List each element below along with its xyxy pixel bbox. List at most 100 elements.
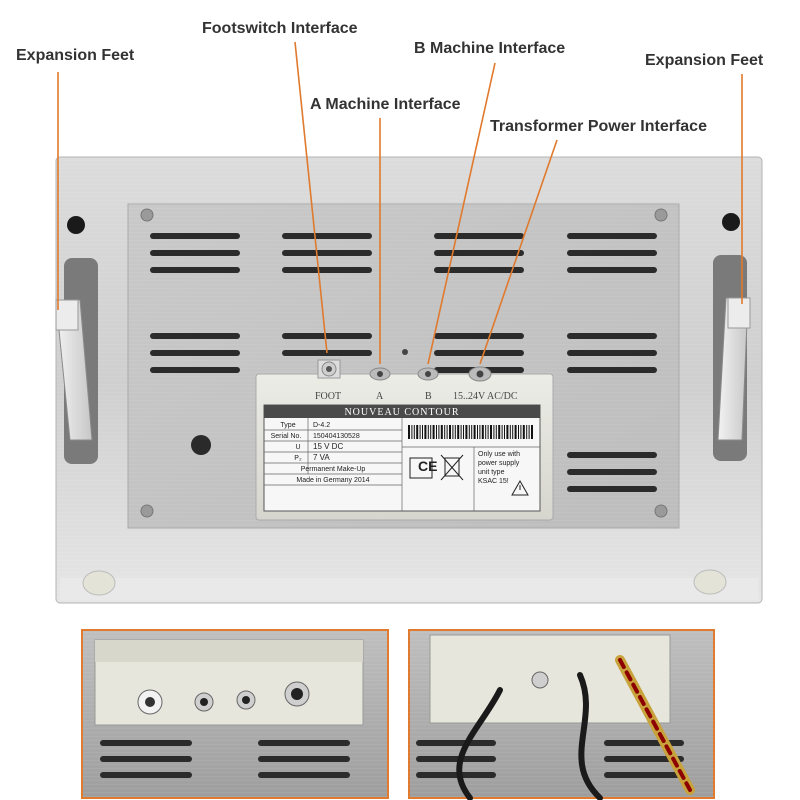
inset-vent-slot xyxy=(100,740,192,746)
nameplate-p-val: 7 VA xyxy=(313,453,330,462)
barcode-bar xyxy=(440,425,443,439)
barcode-bar xyxy=(504,425,505,439)
screw-bottom-right xyxy=(654,504,668,518)
inset-vent-slot xyxy=(416,756,496,762)
callout-transformer-power-interface: Transformer Power Interface xyxy=(490,118,707,135)
expansion-foot-right xyxy=(713,255,751,461)
inset-vent-slot xyxy=(100,756,192,762)
vent-slot xyxy=(434,267,524,273)
nameplate-serial-key: Serial No. xyxy=(271,433,302,440)
knob-right xyxy=(722,213,740,231)
barcode-bar xyxy=(465,425,468,439)
vent-slot xyxy=(282,333,372,339)
screw-bottom-left xyxy=(140,504,154,518)
barcode-bar xyxy=(501,425,503,439)
vent-slot xyxy=(567,469,657,475)
inset-vent-slot xyxy=(416,772,496,778)
leader-b-machine xyxy=(427,62,496,365)
barcode-bar xyxy=(487,425,489,439)
inset-right-jack-center xyxy=(531,671,549,689)
screws xyxy=(140,208,668,518)
barcode-bar xyxy=(509,425,511,439)
b-machine-jack xyxy=(417,367,439,381)
barcode-bar xyxy=(438,425,440,439)
barcode-bar xyxy=(411,425,413,439)
inset-right-cables xyxy=(456,655,695,800)
nameplate-product: Permanent Make-Up xyxy=(301,466,366,473)
barcode-bar xyxy=(514,425,517,439)
callout-a-machine-interface: A Machine Interface xyxy=(310,96,461,113)
inset-right-vents xyxy=(416,740,684,778)
nameplate-brand: NOUVEAU CONTOUR xyxy=(344,407,459,418)
nameplate-notice-3: unit type xyxy=(478,469,505,476)
nameplate-serial-val: 150404130528 xyxy=(313,433,360,440)
inset-photo-left xyxy=(81,629,389,799)
barcode-bar xyxy=(473,425,476,439)
vent-slot xyxy=(150,367,240,373)
nameplate-p-key: P₂ xyxy=(294,455,302,462)
nameplate-ce: CE xyxy=(418,458,437,474)
inset-vent-slot xyxy=(604,756,684,762)
barcode-bar xyxy=(498,425,501,439)
barcode-bar xyxy=(463,425,464,439)
nameplate-origin: Made in Germany 2014 xyxy=(296,477,369,484)
vent-slot xyxy=(567,333,657,339)
vent-slot xyxy=(150,233,240,239)
barcode-bar xyxy=(452,425,454,439)
bumper-left xyxy=(82,570,116,596)
inset-left-vents xyxy=(100,740,350,778)
inset-vent-slot xyxy=(100,772,192,778)
screw-top-left xyxy=(140,208,154,222)
barcode-bar xyxy=(424,425,427,439)
barcode-bar xyxy=(457,425,460,439)
barcode-bar xyxy=(506,425,509,439)
callout-expansion-feet-left: Expansion Feet xyxy=(16,47,135,64)
barcode-bar xyxy=(446,425,448,439)
vent-slot xyxy=(150,333,240,339)
nameplate-notice-2: power supply xyxy=(478,460,520,467)
callout-b-machine-interface: B Machine Interface xyxy=(414,40,566,57)
barcode-bar xyxy=(471,425,473,439)
jacks xyxy=(317,359,492,382)
power-jack xyxy=(468,366,492,382)
barcode-bar xyxy=(430,425,432,439)
ce-box xyxy=(409,457,433,479)
nameplate-notice-1: Only use with xyxy=(478,451,520,458)
callout-expansion-feet-right: Expansion Feet xyxy=(645,52,764,69)
vent-slot xyxy=(434,250,524,256)
vent-slot xyxy=(567,250,657,256)
barcode-bar xyxy=(468,425,470,439)
barcode-bar xyxy=(436,425,437,439)
barcode-bar xyxy=(526,425,528,439)
barcode-bar xyxy=(454,425,456,439)
inset-vent-slot xyxy=(258,756,350,762)
vent-slot xyxy=(282,233,372,239)
barcode-bar xyxy=(495,425,497,439)
vent-slot xyxy=(282,250,372,256)
footswitch-jack xyxy=(317,359,341,379)
leader-footswitch xyxy=(294,41,328,354)
barcode-bar xyxy=(432,425,435,439)
port-label-b: B xyxy=(425,391,432,402)
barcode-bar xyxy=(427,425,429,439)
barcode-bar xyxy=(518,425,519,439)
leader-transformer xyxy=(479,139,558,365)
vent-slot xyxy=(567,452,657,458)
callout-footswitch-interface: Footswitch Interface xyxy=(202,20,358,37)
vent-slot xyxy=(567,267,657,273)
vent-slot xyxy=(150,267,240,273)
nameplate-type-key: Type xyxy=(280,422,295,429)
barcode-bar xyxy=(413,425,415,439)
vent-slot xyxy=(567,367,657,373)
port-label-foot: FOOT xyxy=(315,391,341,402)
nameplate: NOUVEAU CONTOUR Type D-4.2 Serial No. 15… xyxy=(263,404,541,512)
port-label-a: A xyxy=(376,391,384,402)
barcode-bar xyxy=(449,425,451,439)
barcode-bar xyxy=(481,425,484,439)
inset-vent-slot xyxy=(604,772,684,778)
vent-slot xyxy=(567,233,657,239)
barcode-bar xyxy=(485,425,487,439)
barcode-bar xyxy=(477,425,478,439)
nameplate-barcode xyxy=(408,425,533,439)
